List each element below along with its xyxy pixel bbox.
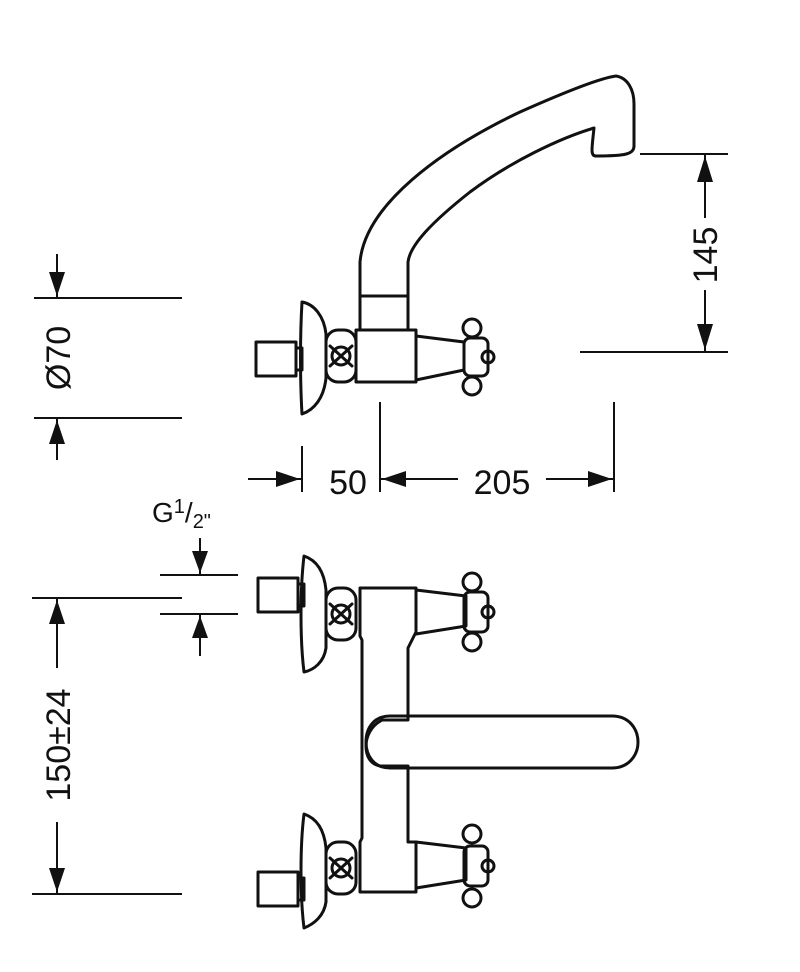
faucet-side-view xyxy=(254,74,636,416)
upper-valve-assembly xyxy=(256,554,496,674)
thread-size-label: G1/2" xyxy=(152,496,211,533)
wall-offset-label: 50 xyxy=(329,464,367,502)
spout-height-label: 145 xyxy=(687,227,725,284)
faucet-front-view xyxy=(256,554,640,930)
mixer-body xyxy=(358,586,418,894)
spout-swivel-sleeve xyxy=(358,294,410,332)
inlet-connector xyxy=(254,340,298,378)
front-spout xyxy=(364,714,640,770)
dimension-wall-offset: 50 xyxy=(248,402,381,502)
dimension-spout-height: 145 xyxy=(580,153,728,353)
dimension-spout-reach: 205 xyxy=(380,402,615,502)
rosette-diameter-label: Ø70 xyxy=(40,326,78,390)
center-distance-label: 150±24 xyxy=(40,688,78,801)
dimension-rosette-diameter: Ø70 xyxy=(34,254,182,460)
dimension-thread-size: G1/2" xyxy=(152,496,238,656)
dimension-center-distance: 150±24 xyxy=(32,597,182,895)
valve-headpart xyxy=(414,334,466,382)
valve-body xyxy=(354,328,418,384)
spout xyxy=(358,74,636,298)
lower-valve-assembly xyxy=(256,812,496,930)
wall-rosette xyxy=(299,300,328,416)
cross-handle xyxy=(461,317,496,397)
decorative-nut xyxy=(324,328,358,384)
spout-reach-label: 205 xyxy=(474,464,531,502)
